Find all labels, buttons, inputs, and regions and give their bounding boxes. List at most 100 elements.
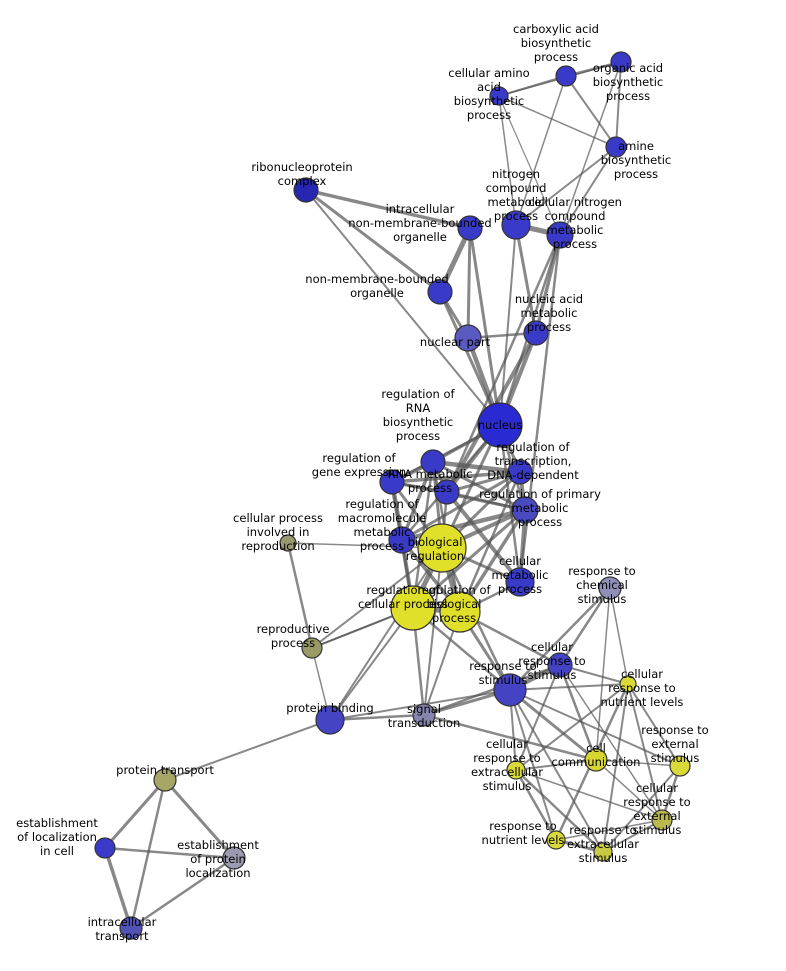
edge-bioreg-repro	[311, 547, 443, 649]
edge-prottrans-eprotloc	[163, 779, 236, 859]
node-innbo[interactable]	[457, 215, 483, 241]
edge-regTrans-rnamet	[446, 470, 521, 494]
node-carb[interactable]	[555, 65, 577, 87]
edge-commun-crext	[595, 759, 663, 821]
node-regCell[interactable]	[390, 585, 436, 631]
edge-amino-cncm	[498, 95, 561, 236]
node-amine[interactable]	[605, 136, 627, 158]
edge-amine-ncm	[515, 146, 617, 226]
node-cellmet[interactable]	[505, 567, 535, 597]
node-eprotloc[interactable]	[222, 846, 246, 870]
edge-cres-crext	[515, 769, 663, 821]
node-regRNA[interactable]	[420, 449, 446, 475]
edge-rnamet-cncm	[445, 234, 562, 493]
edge-bioreg-sigtrans	[423, 547, 443, 716]
edge-rnp-nmbo	[305, 188, 441, 294]
node-nucleus[interactable]	[477, 402, 523, 448]
edge-crext-respnl	[555, 819, 663, 841]
edge-regRNA-regMacro	[400, 461, 435, 541]
node-respstim[interactable]	[493, 673, 527, 707]
edge-innbo-nucpart	[466, 227, 472, 339]
node-crext[interactable]	[651, 809, 673, 831]
edge-respstim-commun	[509, 688, 597, 762]
node-regPrim[interactable]	[511, 496, 539, 524]
edge-regCell-protbind	[329, 607, 414, 721]
edge-respstim-crnl	[509, 683, 629, 691]
edge-respstim-respes	[509, 689, 604, 853]
edge-rnp-innbo	[305, 188, 471, 230]
node-amino[interactable]	[489, 86, 509, 106]
edge-crnl-cres	[515, 683, 629, 771]
node-regGene[interactable]	[379, 469, 405, 495]
node-regBio[interactable]	[439, 591, 481, 633]
node-prottrans[interactable]	[153, 768, 177, 792]
node-respext[interactable]	[669, 755, 691, 777]
edge-ncm-nam	[514, 224, 538, 334]
edge-amino-ncm	[498, 95, 517, 226]
node-respes[interactable]	[593, 842, 613, 862]
node-regTrans[interactable]	[507, 459, 533, 485]
edge-rnamet-cellmet	[445, 490, 522, 584]
edge-cellresp-commun	[558, 664, 598, 761]
edge-protbind-sigtrans	[329, 713, 425, 722]
node-protbind[interactable]	[315, 705, 345, 735]
node-nmbo[interactable]	[427, 279, 453, 305]
node-respnl[interactable]	[546, 830, 566, 850]
node-rnamet[interactable]	[434, 479, 460, 505]
edge-cres-commun	[515, 759, 597, 771]
edge-cpir-repro	[286, 542, 314, 649]
node-cres[interactable]	[506, 760, 526, 780]
node-nucpart[interactable]	[454, 324, 482, 352]
edge-eprotloc-intratrans	[130, 856, 235, 930]
node-eloc[interactable]	[94, 837, 116, 859]
edge-bioreg-protbind	[329, 547, 443, 721]
edge-respext-commun	[595, 759, 681, 767]
edge-bioreg-cpir	[287, 542, 443, 549]
edge-cres-respnl	[514, 769, 558, 841]
node-bioreg[interactable]	[417, 523, 467, 573]
edge-cellresp-crext	[559, 664, 663, 821]
edge-innbo-nucleus	[468, 227, 502, 426]
edge-commun-sigtrans	[423, 713, 597, 762]
node-cellresp[interactable]	[547, 652, 573, 678]
edge-regRNA-regPrim	[432, 460, 526, 512]
node-ncm[interactable]	[501, 210, 531, 240]
edge-respstim-respext	[509, 689, 681, 767]
edge-eloc-eprotloc	[104, 846, 235, 860]
edge-regTrans-regMacro	[401, 470, 521, 542]
edge-respext-respes	[602, 765, 681, 853]
edge-amine-cncm	[559, 146, 617, 236]
node-intratrans[interactable]	[119, 916, 143, 940]
edge-regTrans-regGene	[391, 470, 521, 484]
node-org[interactable]	[610, 51, 632, 73]
node-nam[interactable]	[523, 320, 549, 346]
node-sigtrans[interactable]	[412, 703, 436, 727]
edges-layer	[103, 60, 682, 930]
edge-crext-respes	[602, 819, 663, 853]
node-cncm[interactable]	[546, 221, 574, 249]
edge-eloc-intratrans	[103, 847, 133, 929]
node-commun[interactable]	[584, 748, 608, 772]
edge-org-cncm	[559, 61, 622, 236]
node-respchem[interactable]	[598, 576, 622, 600]
edge-cellmet-cncm	[518, 234, 562, 583]
node-cpir[interactable]	[279, 534, 297, 552]
nodes-layer	[94, 51, 691, 940]
edge-respchem-cellresp	[558, 587, 612, 666]
edge-carb-amine	[565, 75, 617, 148]
node-rnp[interactable]	[293, 177, 319, 203]
node-regMacro[interactable]	[388, 526, 416, 554]
node-crnl[interactable]	[619, 675, 637, 693]
edge-respchem-crnl	[609, 587, 629, 685]
node-repro[interactable]	[301, 637, 323, 659]
edge-org-amine	[615, 61, 622, 148]
edge-cres-respes	[515, 769, 604, 853]
